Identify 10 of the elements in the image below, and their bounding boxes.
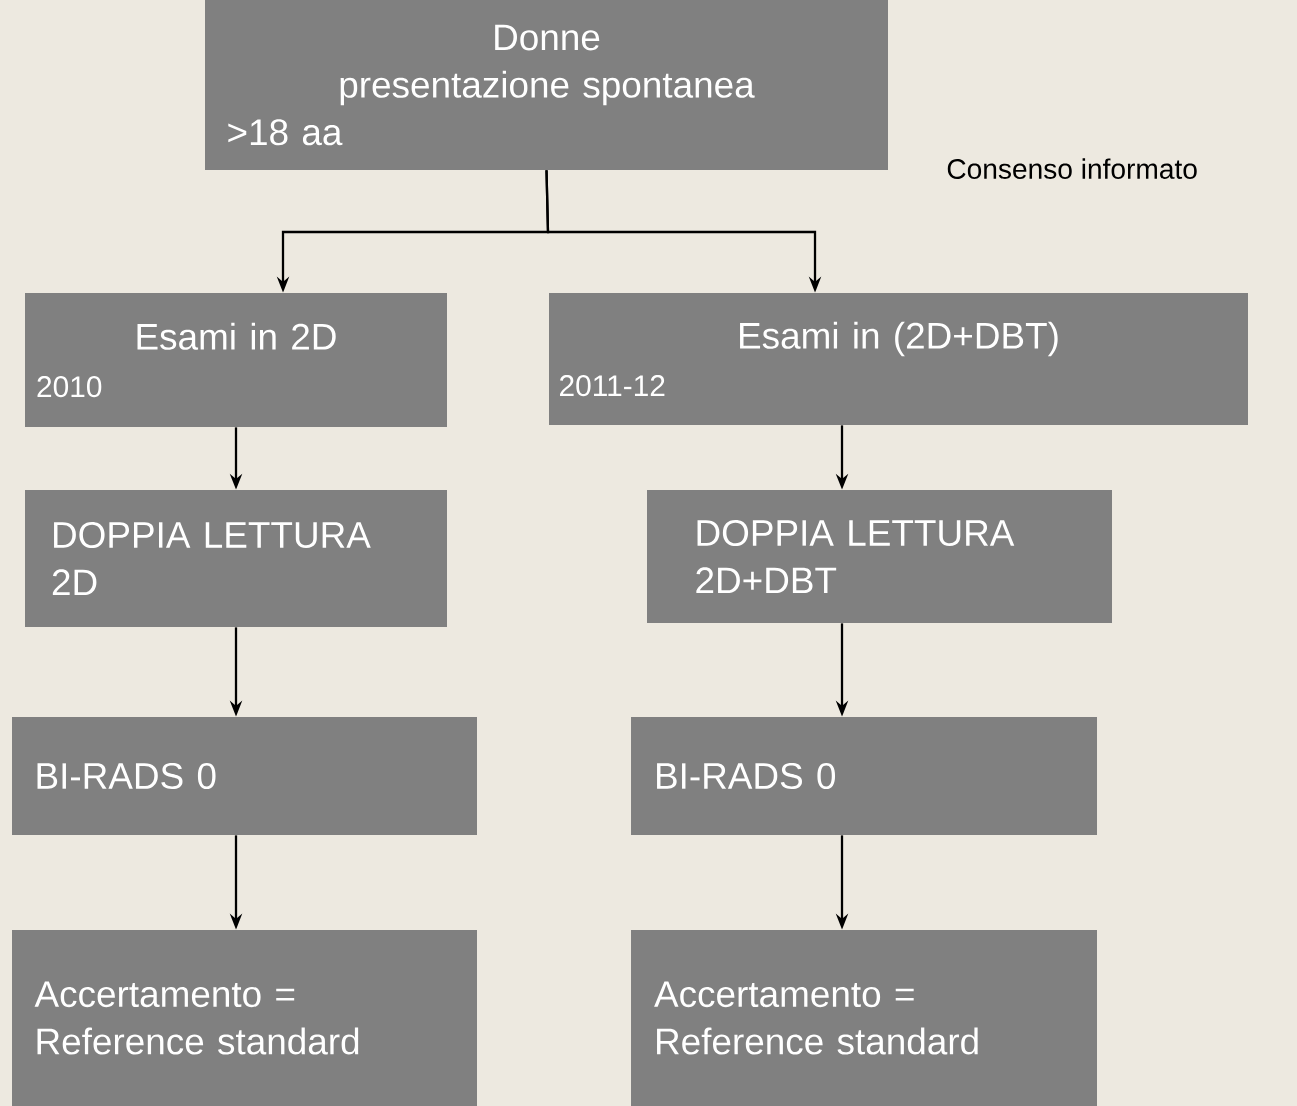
process-box: BI-RADS 0 bbox=[12, 717, 477, 835]
process-box: Esami in (2D+DBT) 2011-12 bbox=[549, 293, 1248, 425]
process-box: Donne presentazione spontanea >18 aa bbox=[205, 0, 888, 170]
note-text: Consenso informato bbox=[947, 158, 1197, 179]
process-box: DOPPIA LETTURA 2D bbox=[25, 490, 447, 627]
process-box: Accertamento = Reference standard bbox=[631, 930, 1097, 1106]
process-box: DOPPIA LETTURA 2D+DBT bbox=[647, 490, 1112, 623]
process-box: BI-RADS 0 bbox=[631, 717, 1097, 835]
process-box: Esami in 2D 2010 bbox=[25, 293, 447, 427]
process-box: Accertamento = Reference standard bbox=[12, 930, 477, 1106]
